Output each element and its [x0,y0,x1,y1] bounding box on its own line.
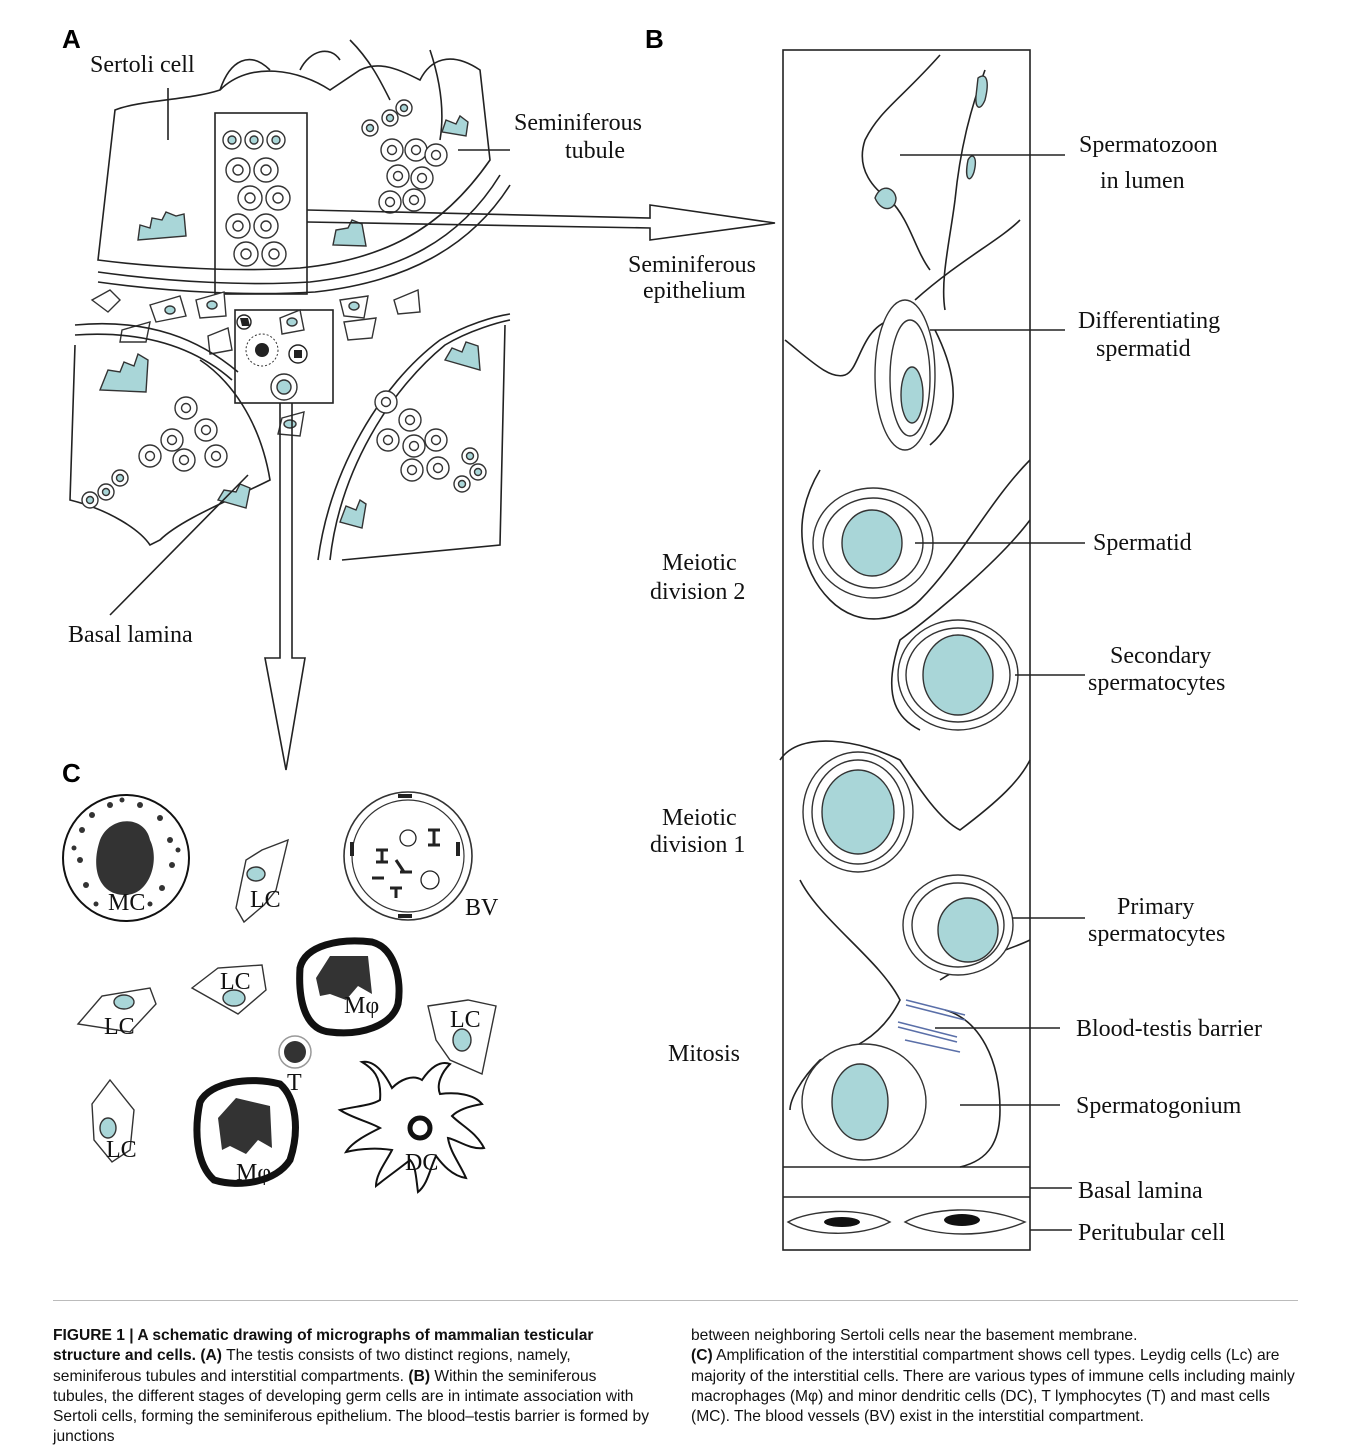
panel-a-drawing [70,40,775,770]
label-seminiferous-tubule-2: tubule [565,138,625,164]
label-meiotic-1-line2: division 1 [650,832,745,858]
spermatogonium-nucleus [832,1064,888,1140]
label-primary-1: Primary [1117,894,1194,920]
panel-b-drawing [780,50,1085,1250]
label-basal-lamina-a: Basal lamina [68,622,193,648]
label-bv: BV [465,895,499,921]
label-secondary-1: Secondary [1110,643,1211,669]
label-differentiating-2: spermatid [1096,336,1191,362]
label-spermatid: Spermatid [1093,530,1192,556]
caption-key-b: (B) [408,1368,430,1385]
caption-key-c: (C) [691,1347,713,1364]
label-t: T [287,1070,302,1096]
label-blood-testis-barrier: Blood-testis barrier [1076,1016,1262,1042]
label-spermatogonium: Spermatogonium [1076,1093,1242,1119]
label-lc-1: LC [250,887,281,913]
panel-letter-c: C [62,758,81,788]
label-peritubular-cell: Peritubular cell [1078,1220,1226,1246]
label-dc: DC [405,1150,438,1176]
label-mitosis: Mitosis [668,1041,740,1067]
panel-letter-b: B [645,24,664,54]
label-spermatozoon-2: in lumen [1100,168,1185,194]
label-secondary-2: spermatocytes [1088,670,1225,696]
caption-text-c: Amplification of the interstitial compar… [691,1347,1295,1425]
label-primary-2: spermatocytes [1088,921,1225,947]
label-lc-3: LC [220,969,251,995]
label-spermatozoon-1: Spermatozoon [1079,132,1218,158]
label-differentiating-1: Differentiating [1078,308,1220,334]
panel-c-drawing [63,792,496,1192]
germ-cells-lower [82,391,486,508]
spermatid-nucleus [842,510,902,576]
primary-nucleus-1 [822,770,894,854]
label-sertoli-cell: Sertoli cell [90,52,195,78]
caption-key-a: (A) [200,1347,222,1364]
label-meiotic-2-line2: division 2 [650,579,745,605]
label-lc-4: LC [450,1007,481,1033]
caption-column-right: between neighboring Sertoli cells near t… [691,1300,1298,1427]
macrophage-1 [300,941,399,1033]
figure-diagram: A B C [0,0,1347,1290]
label-lc-2: LC [104,1014,135,1040]
label-seminiferous-epithelium-1: Seminiferous [628,252,756,278]
blood-vessel [344,792,472,920]
label-seminiferous-tubule-1: Seminiferous [514,110,642,136]
caption-text-b-continued: between neighboring Sertoli cells near t… [691,1327,1137,1344]
label-meiotic-2-line1: Meiotic [662,550,737,576]
t-lymphocyte [279,1036,311,1068]
label-meiotic-1-line1: Meiotic [662,805,737,831]
label-seminiferous-epithelium-2: epithelium [643,278,746,304]
secondary-nucleus [923,635,993,715]
label-mphi-2: Mφ [236,1160,271,1186]
label-mphi-1: Mφ [344,993,379,1019]
label-basal-lamina-b: Basal lamina [1078,1178,1203,1204]
panel-letter-a: A [62,24,81,54]
caption-column-left: FIGURE 1 | A schematic drawing of microg… [53,1300,649,1448]
label-mc: MC [108,890,145,916]
primary-nucleus-2 [938,898,998,962]
btb-junctions [898,1000,965,1052]
label-lc-5: LC [106,1137,137,1163]
